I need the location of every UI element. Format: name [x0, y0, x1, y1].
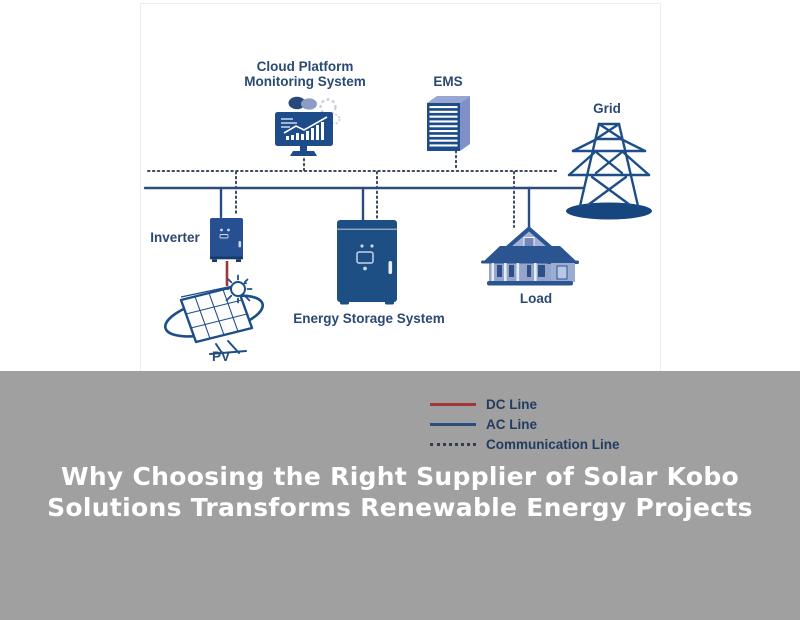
- label-pv: PV: [211, 349, 231, 364]
- label-cloud-platform: Cloud Platform Monitoring System: [244, 59, 366, 89]
- label-ems: EMS: [433, 74, 463, 89]
- transmission-tower-icon: [566, 122, 652, 220]
- house-windows: [497, 265, 545, 277]
- screen-bar-chart: [286, 122, 324, 140]
- label-load: Load: [519, 291, 553, 306]
- server-side-face: [460, 96, 470, 151]
- cloud-light-icon: [301, 98, 317, 110]
- legend: DC Line AC Line Communication Line: [430, 394, 620, 454]
- storage-cabinet-icon: [337, 220, 397, 305]
- monitor-screen: [275, 112, 333, 146]
- server-top-face: [427, 96, 470, 103]
- system-diagram: [143, 96, 652, 355]
- monitor-cloud-icon: [275, 96, 341, 156]
- server-slats: [429, 106, 458, 147]
- hero-title-line2: Solutions Transforms Renewable Energy Pr…: [47, 493, 753, 522]
- sun-icon: [223, 274, 253, 304]
- hero-title: Why Choosing the Right Supplier of Solar…: [0, 461, 800, 523]
- legend-row-comm: Communication Line: [430, 434, 620, 454]
- storage-display: [356, 251, 374, 264]
- server-icon: [427, 96, 470, 151]
- storage-handle: [388, 261, 393, 274]
- communication-lines: [147, 150, 557, 228]
- dc-line-swatch: [430, 402, 476, 406]
- legend-label-dc: DC Line: [486, 396, 538, 412]
- banner: DC Line AC Line Communication Line Why C…: [0, 371, 800, 620]
- ac-lines: [143, 186, 586, 230]
- label-cloud-platform-line2: Monitoring System: [244, 74, 366, 89]
- house-foundation: [487, 281, 573, 286]
- label-cloud-platform-line1: Cloud Platform: [256, 59, 354, 74]
- monitor-stand: [300, 146, 307, 151]
- house-porch-posts: [491, 263, 537, 281]
- screen-text-lines: [281, 118, 297, 128]
- label-inverter: Inverter: [150, 230, 200, 245]
- ac-line-swatch: [430, 422, 476, 426]
- monitor-base: [290, 151, 317, 156]
- label-energy-storage: Energy Storage System: [293, 311, 445, 326]
- inverter-handle: [238, 241, 242, 248]
- legend-label-comm: Communication Line: [486, 436, 620, 452]
- house-icon: [481, 226, 579, 286]
- communication-line-swatch: [430, 442, 476, 446]
- pv-legs: [209, 340, 247, 355]
- inverter-cabinet-icon: [210, 218, 243, 262]
- pv-panel-grid: [185, 289, 248, 339]
- house-ext-roof: [547, 248, 579, 264]
- hero-title-line1: Why Choosing the Right Supplier of Solar…: [60, 462, 740, 491]
- solar-panel-sun-icon: [164, 274, 264, 355]
- label-grid: Grid: [593, 101, 621, 116]
- storage-body: [337, 220, 397, 302]
- legend-row-ac: AC Line: [430, 414, 620, 434]
- legend-label-ac: AC Line: [486, 416, 538, 432]
- tower-base: [566, 202, 652, 220]
- cloud-dark-icon: [288, 96, 306, 110]
- legend-row-dc: DC Line: [430, 394, 620, 414]
- screen-trend-line: [283, 116, 328, 134]
- inverter-body: [210, 218, 243, 259]
